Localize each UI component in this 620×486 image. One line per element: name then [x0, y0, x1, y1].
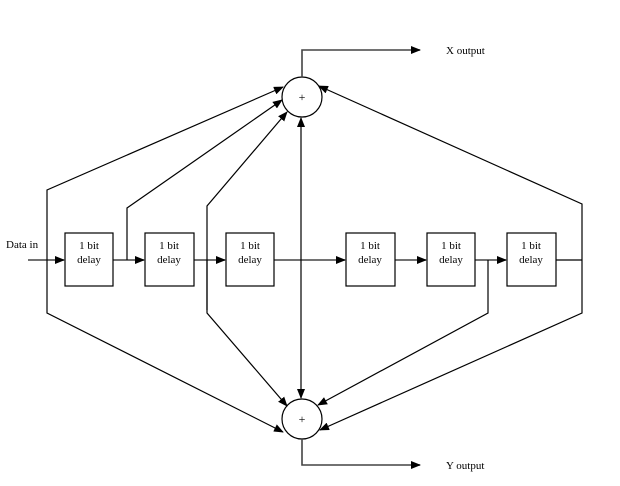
delay-label: delay — [238, 254, 262, 266]
tap-input-to-x — [46, 86, 284, 260]
adder-symbol: + — [299, 412, 306, 426]
x-tap-connections — [46, 85, 583, 310]
delay-label: 1 bit — [79, 240, 99, 252]
delay-label: 1 bit — [521, 240, 541, 252]
data-in-label: Data in — [6, 239, 39, 251]
delay-label: 1 bit — [360, 240, 380, 252]
delay-label: delay — [519, 254, 543, 266]
y-output-label: Y output — [446, 460, 484, 472]
delay-label: delay — [358, 254, 382, 266]
delay-box: 1 bit delay — [64, 232, 114, 287]
delay-box: 1 bit delay — [345, 232, 396, 287]
delay-label: delay — [77, 254, 101, 266]
y-tap-connections — [46, 260, 583, 433]
tap-delay6-to-y — [319, 260, 583, 431]
x-output-label: X output — [446, 45, 485, 57]
delay-label: 1 bit — [159, 240, 179, 252]
delay-box: 1 bit delay — [225, 232, 275, 287]
top-adder: + — [281, 76, 323, 118]
y-output-arrow — [301, 439, 421, 469]
delay-box: 1 bit delay — [506, 232, 557, 287]
delay-label: 1 bit — [240, 240, 260, 252]
tap-delay6-to-x — [318, 85, 583, 260]
x-output-arrow — [301, 46, 421, 77]
delay-box: 1 bit delay — [426, 232, 476, 287]
tap-delay1-to-x — [126, 99, 283, 260]
delay-label: delay — [157, 254, 181, 266]
tap-input-to-y — [46, 260, 284, 433]
bottom-adder: + — [281, 398, 323, 440]
tap-delay5-to-y — [317, 260, 489, 406]
delay-box: 1 bit delay — [144, 232, 195, 287]
tap-delay2-to-y — [206, 260, 288, 407]
delay-label: delay — [439, 254, 463, 266]
adder-symbol: + — [299, 90, 306, 104]
delay-label: 1 bit — [441, 240, 461, 252]
